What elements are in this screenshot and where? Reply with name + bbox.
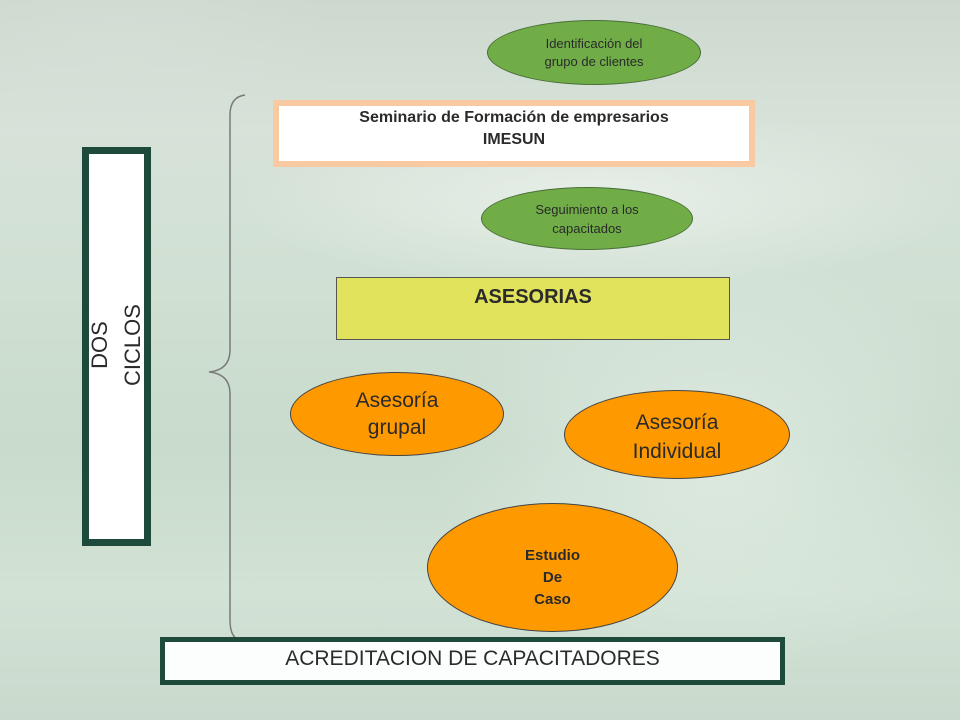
cycles-label-line-1: DOS xyxy=(87,321,112,369)
seminario-line-2: IMESUN xyxy=(482,131,546,148)
seguimiento-line-2: capacitados xyxy=(552,220,622,236)
asesorias-label: ASESORIAS xyxy=(474,286,592,308)
identificacion-ellipse: Identificación del grupo de clientes xyxy=(487,20,701,85)
asesorias-box: ASESORIAS xyxy=(336,277,730,340)
asesoria-grupal-ellipse: Asesoría grupal xyxy=(290,372,504,456)
acreditacion-box: ACREDITACION DE CAPACITADORES xyxy=(160,637,785,685)
asesoria-individual-line-1: Asesoría xyxy=(635,410,719,434)
seminario-line-1: Seminario de Formación de empresarios xyxy=(359,109,669,126)
identificacion-line-1: Identificación del xyxy=(545,35,643,51)
estudio-caso-line-3: Caso xyxy=(534,591,571,608)
asesoria-individual-line-2: Individual xyxy=(632,439,722,463)
seguimiento-ellipse: Seguimiento a los capacitados xyxy=(481,187,693,250)
identificacion-line-2: grupo de clientes xyxy=(544,53,644,69)
asesoria-individual-ellipse: Asesoría Individual xyxy=(564,390,790,479)
cycles-label: DOS CICLOS xyxy=(81,275,151,415)
seguimiento-line-1: Seguimiento a los xyxy=(535,201,639,217)
acreditacion-label: ACREDITACION DE CAPACITADORES xyxy=(285,647,660,670)
brace-path xyxy=(208,94,246,641)
estudio-caso-line-2: De xyxy=(542,569,563,586)
asesoria-grupal-line-1: Asesoría xyxy=(355,389,439,412)
cycles-label-line-2: CICLOS xyxy=(120,304,145,386)
seminario-box: Seminario de Formación de empresarios IM… xyxy=(273,100,755,167)
estudio-caso-line-1: Estudio xyxy=(525,547,580,564)
cycles-frame xyxy=(82,147,151,546)
estudio-caso-ellipse: Estudio De Caso xyxy=(427,503,678,632)
asesoria-grupal-line-2: grupal xyxy=(367,416,427,439)
